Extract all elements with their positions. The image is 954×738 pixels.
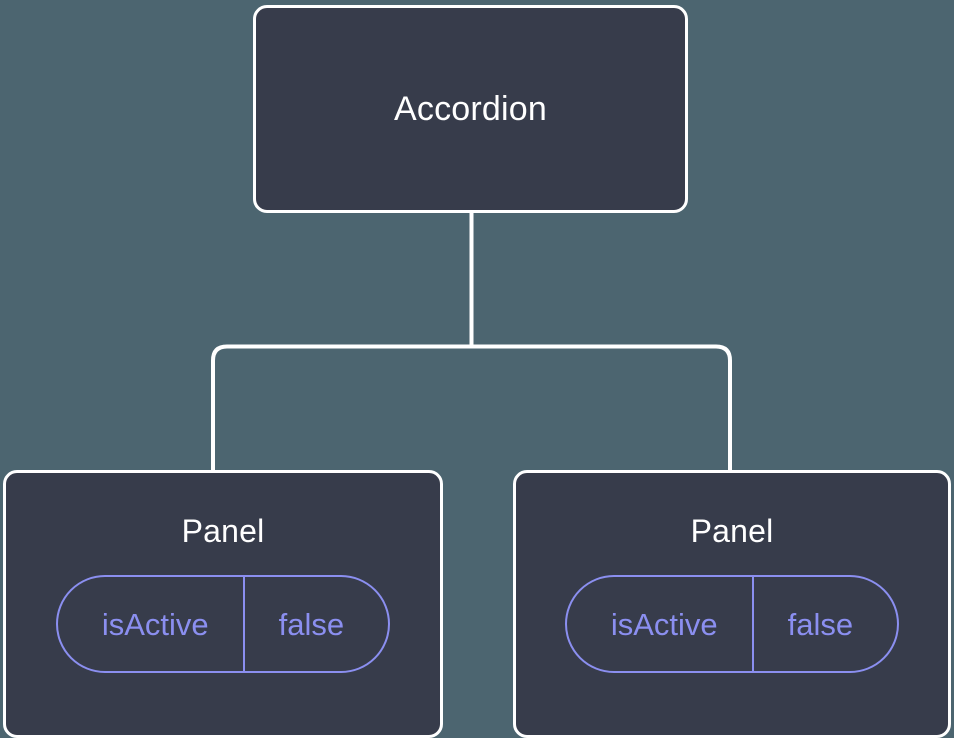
- edge-branch-right: [471, 344, 732, 474]
- node-panel-1-title: Panel: [181, 513, 265, 549]
- node-panel-2[interactable]: Panel isActive false: [513, 470, 951, 738]
- node-accordion[interactable]: Accordion: [253, 5, 688, 213]
- edge-branch-left: [211, 344, 472, 474]
- node-panel-2-title: Panel: [690, 513, 774, 549]
- prop-value-label: false: [242, 577, 388, 671]
- node-panel-1[interactable]: Panel isActive false: [3, 470, 443, 738]
- prop-key-label: isActive: [610, 606, 718, 642]
- prop-badge-isactive-2[interactable]: isActive false: [564, 575, 900, 673]
- node-accordion-title: Accordion: [394, 90, 547, 128]
- prop-key-label: isActive: [101, 606, 209, 642]
- prop-badge-isactive-1[interactable]: isActive false: [55, 575, 391, 673]
- prop-value-label: false: [751, 577, 897, 671]
